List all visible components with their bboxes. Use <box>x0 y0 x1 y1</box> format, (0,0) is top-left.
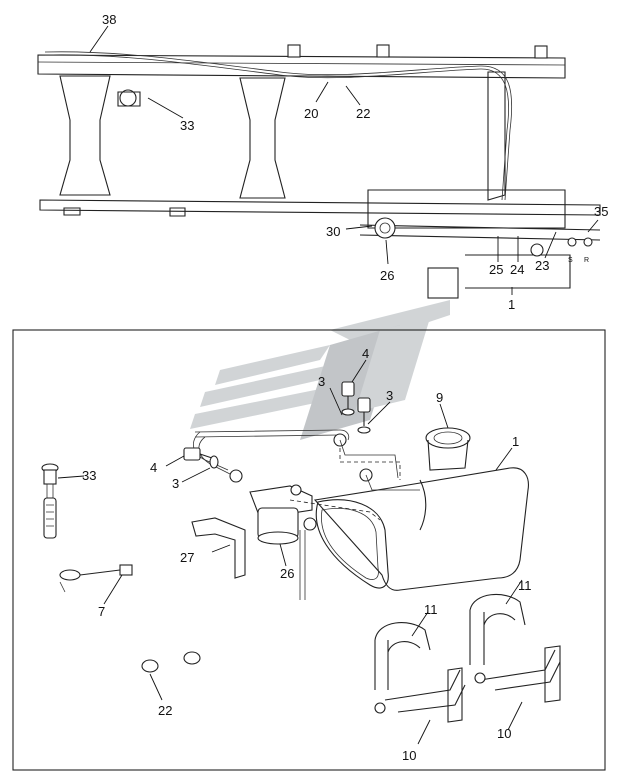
callout-3-a: 3 <box>318 374 325 389</box>
callout-10-a: 10 <box>402 748 416 763</box>
chassis-frame <box>37 44 601 217</box>
callout-35: 35 <box>594 204 608 219</box>
callout-26-bottom: 26 <box>280 566 294 581</box>
callout-22-bottom: 22 <box>158 703 172 718</box>
callout-26-top: 26 <box>380 268 394 283</box>
callout-1-top: 1 <box>508 297 515 312</box>
callout-38: 38 <box>102 12 116 27</box>
callout-11-a: 11 <box>424 602 438 617</box>
callout-3-c: 3 <box>172 476 179 491</box>
watermark-logo <box>190 300 450 440</box>
leader-lines <box>57 25 599 745</box>
callout-7: 7 <box>98 604 105 619</box>
callout-labels: 38 33 20 22 30 26 25 24 23 35 1 S R 4 3 … <box>82 12 608 763</box>
callout-10-b: 10 <box>497 726 511 741</box>
bracket-27 <box>191 517 246 579</box>
callout-30: 30 <box>326 224 340 239</box>
port-label-s: S <box>568 257 573 264</box>
gauge-sender-7 <box>59 564 133 593</box>
callout-4-a: 4 <box>362 346 369 361</box>
fuel-tank <box>313 427 529 591</box>
hose-clamps-22 <box>141 651 201 673</box>
tank-straps <box>374 593 561 723</box>
callout-4-b: 4 <box>150 460 157 475</box>
callout-33-top: 33 <box>180 118 194 133</box>
detail-frame <box>12 329 606 771</box>
port-label-r: R <box>584 257 589 264</box>
fuel-lines <box>183 381 420 491</box>
fuel-filter <box>249 484 317 600</box>
callout-25: 25 <box>489 262 503 277</box>
callout-23: 23 <box>535 258 549 273</box>
callout-24: 24 <box>510 262 524 277</box>
tank-assembly-top <box>359 189 601 299</box>
dashed-guides <box>289 448 401 521</box>
callout-20: 20 <box>304 106 318 121</box>
callout-1-bottom: 1 <box>512 434 519 449</box>
callout-22-top: 22 <box>356 106 370 121</box>
strainer-33 <box>41 463 59 539</box>
callout-33-bottom: 33 <box>82 468 96 483</box>
callout-9: 9 <box>436 390 443 405</box>
callout-27: 27 <box>180 550 194 565</box>
callout-3-b: 3 <box>386 388 393 403</box>
callout-11-b: 11 <box>518 578 532 593</box>
